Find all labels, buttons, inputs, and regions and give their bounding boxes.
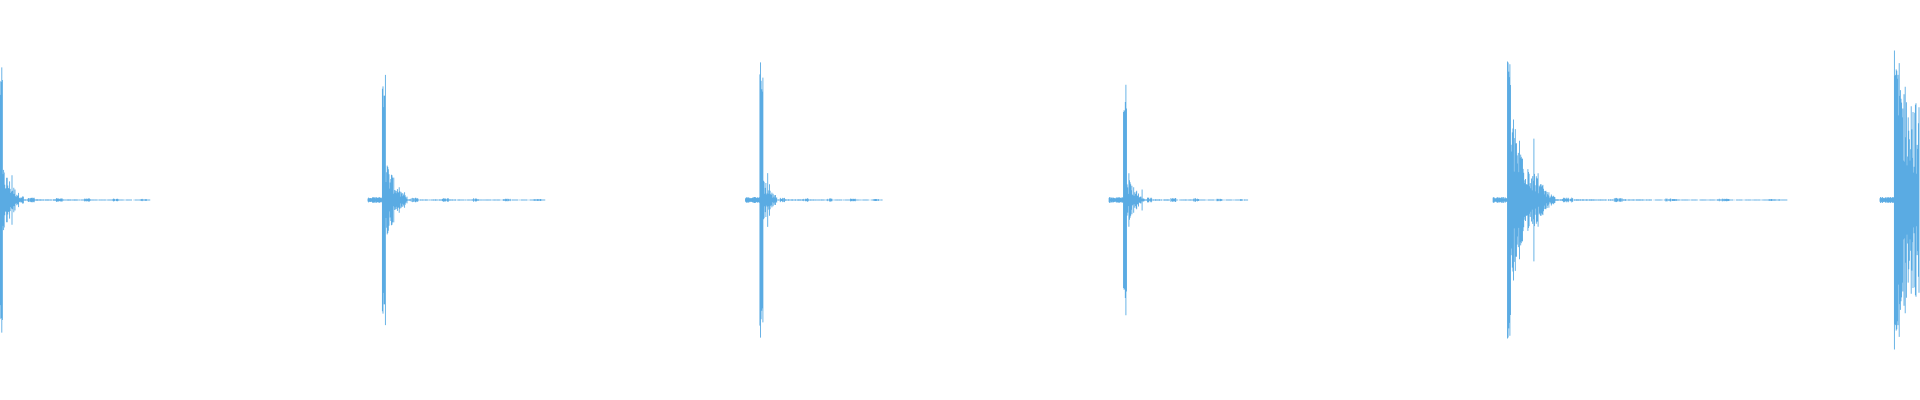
waveform-transient-2	[367, 74, 546, 326]
waveform-channel	[0, 50, 1920, 350]
